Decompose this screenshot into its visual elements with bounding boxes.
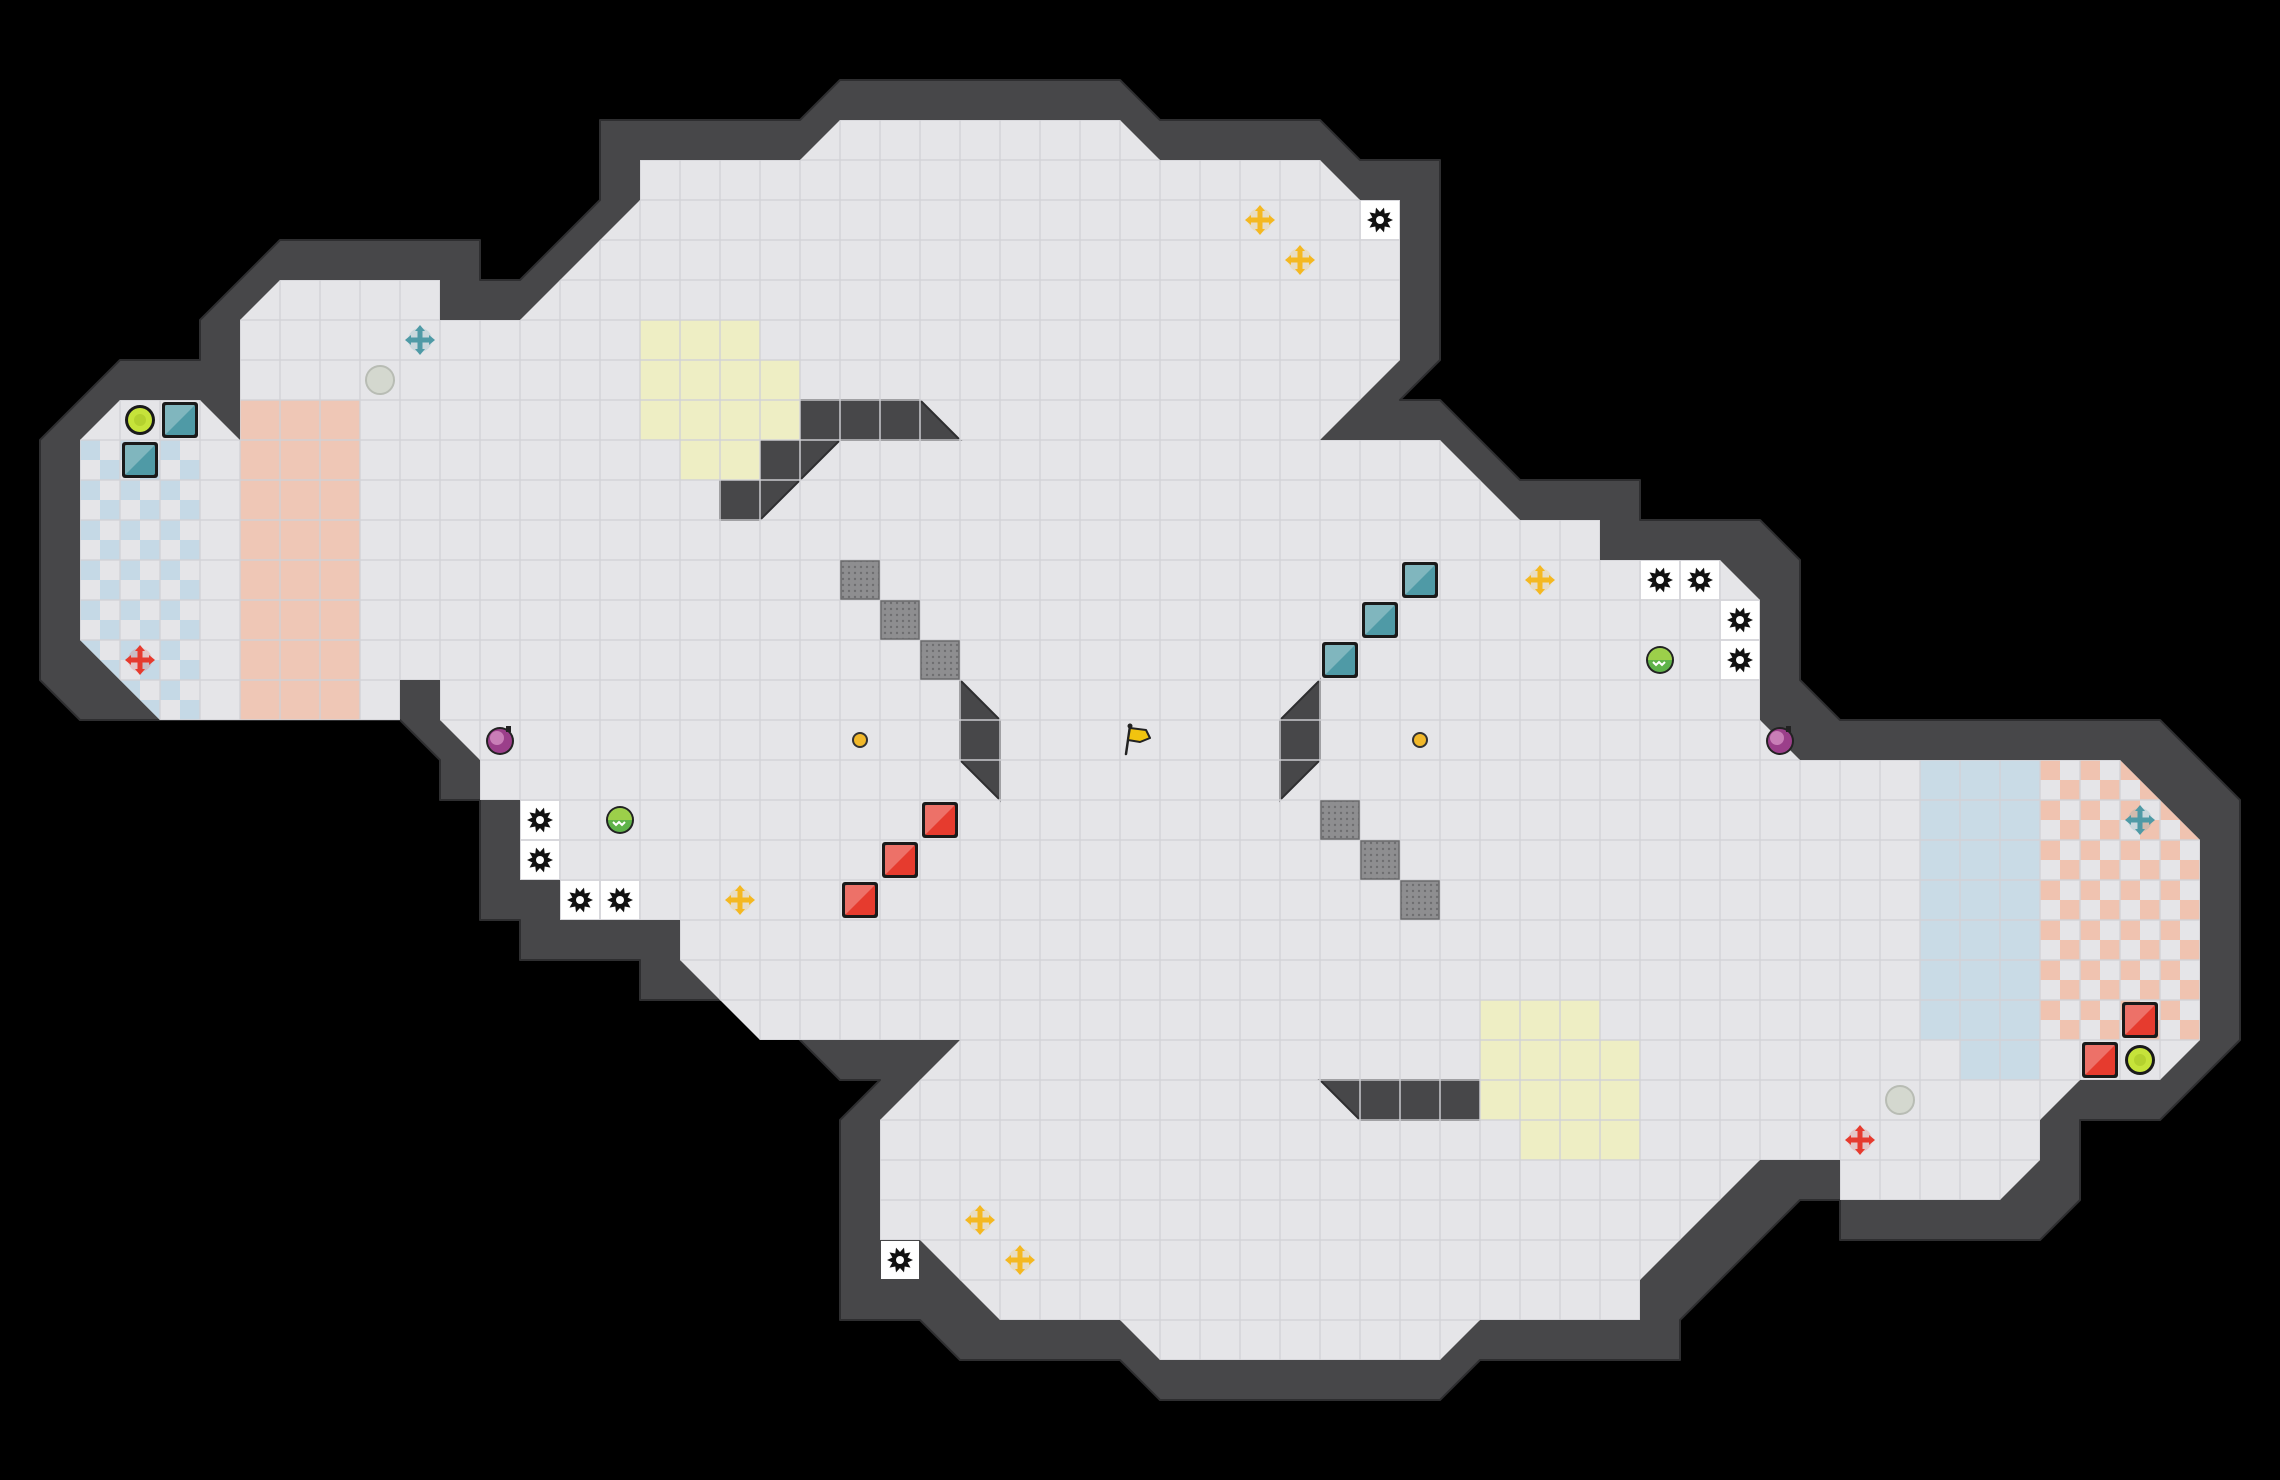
mine-block xyxy=(920,640,960,680)
yellow-boost-icon xyxy=(1525,565,1555,595)
blue-boost-icon xyxy=(405,325,435,355)
bomb-icon xyxy=(486,726,514,755)
spike-icon xyxy=(1721,641,1759,679)
blue-crate xyxy=(1362,602,1398,638)
red-crate xyxy=(882,842,918,878)
portal-icon xyxy=(2125,1045,2155,1075)
blue-boost-icon xyxy=(2125,805,2155,835)
portal-inactive-icon xyxy=(365,365,395,395)
powerup-icon xyxy=(1646,646,1674,674)
red-crate xyxy=(2082,1042,2118,1078)
spike-icon xyxy=(1681,561,1719,599)
entities-layer xyxy=(122,201,2158,1279)
mine-block xyxy=(1360,840,1400,880)
button-icon xyxy=(852,732,868,748)
yellow-boost-icon xyxy=(965,1205,995,1235)
powerup-icon xyxy=(606,806,634,834)
spike-icon xyxy=(521,841,559,879)
red-boost-icon xyxy=(125,645,155,675)
yellow-boost-icon xyxy=(1245,205,1275,235)
blue-crate xyxy=(162,402,198,438)
spike-icon xyxy=(1721,601,1759,639)
yellow-boost-icon xyxy=(1285,245,1315,275)
spike-icon xyxy=(521,801,559,839)
spike-icon xyxy=(601,881,639,919)
mine-block xyxy=(1320,800,1360,840)
portal-icon xyxy=(125,405,155,435)
portal-inactive-icon xyxy=(1885,1085,1915,1115)
neutral-flag-icon xyxy=(1124,723,1151,756)
red-boost-icon xyxy=(1845,1125,1875,1155)
red-crate xyxy=(2122,1002,2158,1038)
mine-block xyxy=(880,600,920,640)
spike-icon xyxy=(561,881,599,919)
red-crate xyxy=(842,882,878,918)
blue-crate xyxy=(122,442,158,478)
yellow-boost-icon xyxy=(1005,1245,1035,1275)
mine-block xyxy=(840,560,880,600)
button-icon xyxy=(1412,732,1428,748)
blue-crate xyxy=(1402,562,1438,598)
bomb-icon xyxy=(1766,726,1794,755)
spike-icon xyxy=(1361,201,1399,239)
yellow-boost-icon xyxy=(725,885,755,915)
blue-crate xyxy=(1322,642,1358,678)
spike-icon xyxy=(881,1241,919,1279)
red-crate xyxy=(922,802,958,838)
mine-block xyxy=(1400,880,1440,920)
spike-icon xyxy=(1641,561,1679,599)
